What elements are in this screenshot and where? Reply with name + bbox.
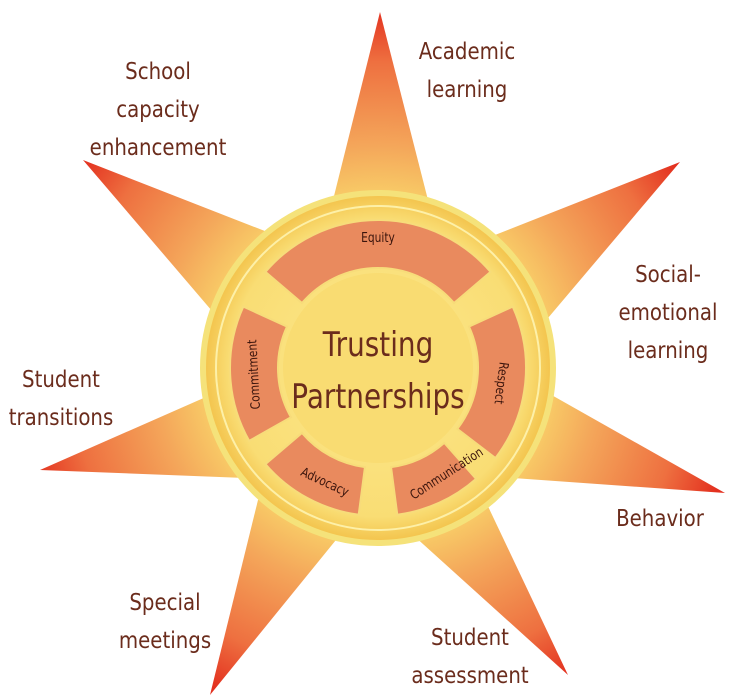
ray-label-student-transitions: Student transitions	[8, 367, 114, 431]
ray-label-student-assessment: Student assessment	[411, 625, 529, 689]
inner-ring-line	[215, 205, 541, 531]
ring-segment-label: Equity	[361, 230, 395, 245]
ray-label-behavior: Behavior	[616, 506, 704, 532]
ring-segment-label: Respect	[491, 361, 511, 405]
ring-segment	[229, 305, 293, 443]
ring-segment	[389, 441, 478, 516]
ray-label-school-capacity-enhancement: School capacity enhancement	[89, 59, 227, 161]
ray-label-academic-learning: Academic learning	[418, 39, 516, 103]
ray-label-special-meetings: Special meetings	[118, 590, 212, 654]
center-title-line1: Trusting	[322, 325, 433, 364]
center-disc	[283, 273, 473, 463]
ray-label-social-emotional-learning: Social-emotional learning	[618, 262, 718, 364]
ring-segment	[264, 219, 492, 305]
ring-segment-label: Commitment	[244, 339, 263, 410]
center-title-line2: Partnerships	[291, 377, 464, 416]
ring-segment	[264, 431, 367, 516]
ring-segment	[455, 305, 527, 460]
